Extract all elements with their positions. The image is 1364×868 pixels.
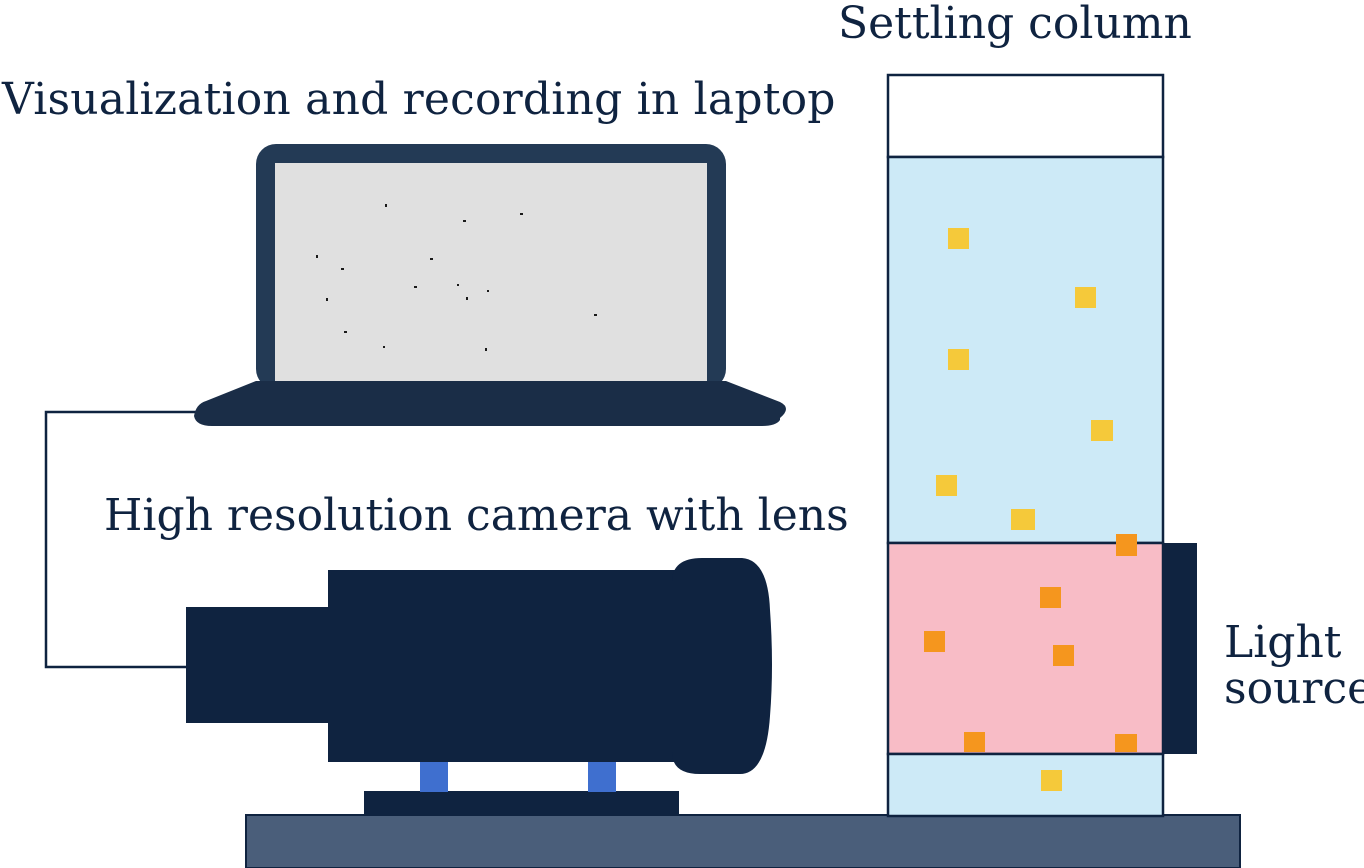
screen-particle: [326, 298, 328, 301]
screen-particles: [316, 204, 597, 351]
camera-foot-right: [588, 762, 616, 792]
screen-particle: [520, 213, 523, 215]
camera-stand: [364, 791, 679, 816]
light-source-label: Light source: [1224, 617, 1364, 715]
illuminated-particles: [924, 534, 1137, 752]
laptop-label: Visualization and recording in laptop: [2, 74, 836, 125]
data-cable: [44, 410, 200, 669]
particle: [1053, 645, 1074, 666]
screen-particle: [594, 314, 597, 316]
particle: [948, 349, 969, 370]
particle: [1041, 770, 1062, 791]
settling-particles: [936, 228, 1113, 791]
column-top-empty: [886, 73, 1165, 159]
camera-lens-barrel: [328, 570, 680, 762]
screen-particle: [344, 331, 347, 333]
camera-lens-front: [672, 558, 772, 774]
camera-body: [186, 607, 332, 723]
settling-column-icon: [886, 73, 1165, 818]
bench-table: [245, 814, 1241, 868]
screen-particle: [385, 204, 387, 207]
particle: [1040, 587, 1061, 608]
screen-particle: [316, 255, 318, 258]
screen-particle: [414, 286, 417, 288]
column-water-upper: [886, 155, 1165, 545]
laptop-icon: [194, 144, 786, 426]
screen-particle: [485, 348, 487, 351]
particle: [924, 631, 945, 652]
screen-particle: [466, 297, 468, 300]
particle: [964, 732, 985, 752]
particle: [1115, 734, 1137, 752]
light-source-label-line2: source: [1224, 663, 1364, 715]
screen-particle: [383, 346, 385, 348]
screen-particle: [463, 220, 466, 222]
camera-label: High resolution camera with lens: [104, 490, 849, 541]
laptop-base: [194, 381, 786, 426]
light-source-label-line1: Light: [1224, 617, 1342, 668]
particle: [948, 228, 969, 249]
screen-particle: [430, 258, 433, 260]
screen-particle: [457, 284, 459, 286]
particle: [1116, 534, 1137, 556]
screen-particle: [487, 290, 489, 292]
particle: [936, 475, 957, 496]
particle: [1091, 420, 1113, 441]
camera-foot-left: [420, 762, 448, 792]
laptop-screen: [275, 163, 707, 381]
column-water-lower: [886, 752, 1165, 818]
camera-icon: [186, 558, 772, 816]
screen-particle: [341, 268, 344, 270]
particle: [1011, 509, 1035, 530]
settling-column-label: Settling column: [838, 0, 1192, 49]
light-source-icon: [1163, 543, 1197, 754]
particle: [1075, 287, 1096, 308]
